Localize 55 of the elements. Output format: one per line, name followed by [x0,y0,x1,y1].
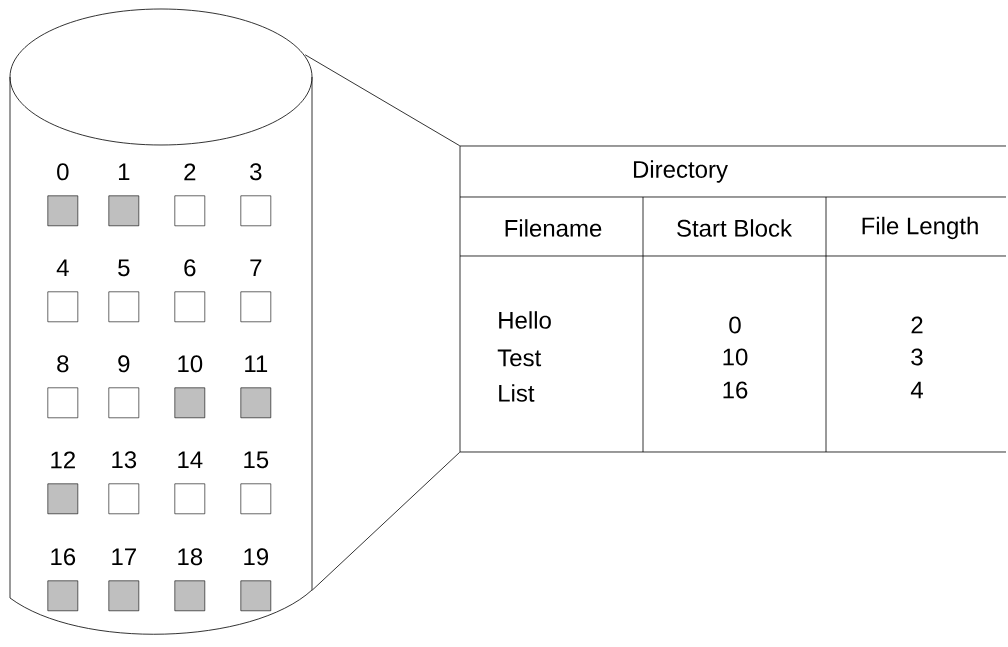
table-entry: 10 [723,348,748,366]
disk-block: 15 [240,451,272,515]
table-entry: 4 [910,381,923,399]
zoom-line [304,54,461,147]
node-label: 19 [244,548,269,566]
disk-block: 13 [108,451,140,515]
node-label: 16 [51,548,76,566]
disk-block: 3 [240,163,272,227]
node-label: 15 [244,451,269,469]
node-label: 18 [178,548,203,566]
node-label: 9 [118,355,130,373]
disk-block: 19 [240,548,272,612]
disk-block: 5 [108,259,140,323]
disk-block: 14 [174,451,206,515]
node-label: 14 [178,451,203,469]
disk-block: 12 [47,451,79,515]
zoom-line [311,451,461,591]
node-label: 1 [118,163,130,181]
table-entry: Test [497,349,542,367]
table-entry: 2 [911,316,923,334]
node-label: 13 [112,451,137,469]
table-entry: 0 [729,316,741,334]
node-label: 5 [118,259,130,277]
table-entry: List [499,384,535,402]
disk-cylinder [9,8,313,635]
disk-block: 11 [240,355,272,419]
disk-block: 1 [108,163,140,227]
node-label: 12 [51,451,75,469]
disk-block: 2 [174,163,206,227]
disk-block: 16 [47,548,79,612]
column-heading: File Length [862,216,978,240]
node-label: 11 [245,355,268,373]
node-label: 7 [250,259,262,277]
table-entry: Hello [499,311,551,329]
disk-block: 18 [174,548,206,612]
disk-block: 6 [174,259,206,323]
node-label: 3 [250,163,262,181]
table-entry: 16 [723,381,748,399]
disk-block: 7 [240,259,272,323]
disk-block: 17 [108,548,140,612]
node-label: 10 [178,355,203,373]
disk-block: 8 [47,355,79,419]
node-label: 4 [56,259,69,277]
node-label: 17 [112,548,136,566]
disk-block: 4 [47,259,79,323]
node-label: 8 [57,355,69,373]
node-label: 0 [57,163,69,181]
column-heading: Filename [505,219,602,237]
table-entry: 3 [911,348,923,366]
node-label: 6 [184,259,196,277]
disk-block: 9 [108,355,140,419]
node-label: 2 [184,163,196,181]
column-heading: Start Block [677,219,793,237]
disk-block: 10 [174,355,206,419]
disk-block: 0 [47,163,79,227]
